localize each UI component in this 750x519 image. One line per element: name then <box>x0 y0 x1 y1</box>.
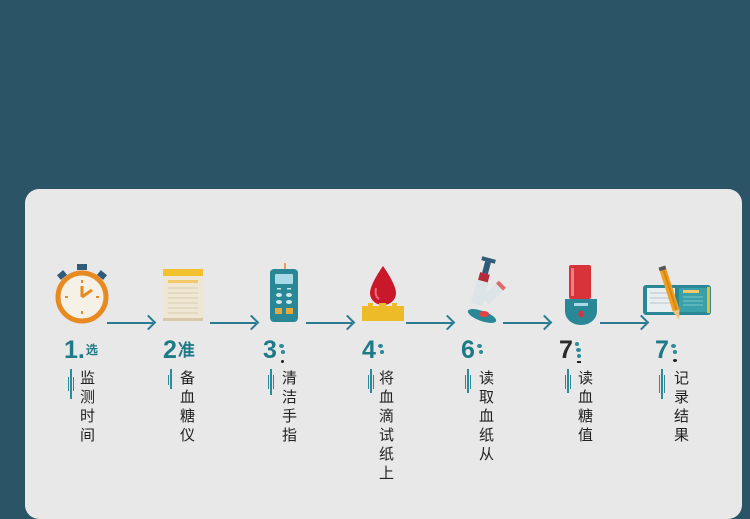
step-number: 4 <box>362 337 385 363</box>
flow-arrow <box>406 322 452 324</box>
step-number: 7 <box>655 337 678 363</box>
blood-drop-icon <box>362 266 404 326</box>
step-label: 监测时间 <box>80 369 96 444</box>
tick-mark-icon <box>368 369 374 399</box>
flow-arrow <box>306 322 352 324</box>
flow-arrow <box>503 322 549 324</box>
step-label: 备血糖仪 <box>180 369 196 444</box>
glucose-meter-icon <box>269 263 299 327</box>
step-label: 将血滴试纸上 <box>379 369 395 482</box>
tick-mark-icon <box>565 369 571 399</box>
flow-arrow <box>600 322 646 324</box>
process-card: 1.选 监测时间 2准 备血糖仪 <box>25 189 742 519</box>
notebook-pencil-icon <box>643 263 715 333</box>
lancet-icon <box>458 256 514 330</box>
tick-mark-icon <box>268 369 274 399</box>
thermometer-meter-icon <box>565 265 597 329</box>
step-number: 1.选 <box>64 336 98 364</box>
step-label: 记录结果 <box>674 369 690 444</box>
notepad-icon <box>163 269 203 325</box>
ornament-icon <box>278 340 286 363</box>
step-label: 清洁手指 <box>282 369 298 444</box>
tick-mark-icon <box>68 369 74 399</box>
step-number: 7 <box>559 337 582 363</box>
ornament-icon <box>574 340 582 363</box>
step-number: 3 <box>263 337 286 363</box>
flow-arrow <box>107 322 153 324</box>
tick-mark-icon <box>659 369 665 399</box>
ornament-icon <box>476 340 484 358</box>
step-number: 6 <box>461 337 484 363</box>
ornament-icon <box>670 340 678 362</box>
stopwatch-icon <box>52 262 112 328</box>
tick-mark-icon <box>465 369 471 399</box>
tick-mark-icon <box>168 369 174 399</box>
ornament-icon <box>377 340 385 358</box>
step-label: 读血糖值 <box>578 369 594 444</box>
step-label: 读取血纸从 <box>479 369 495 463</box>
step-number: 2准 <box>163 336 195 364</box>
flow-arrow <box>210 322 256 324</box>
